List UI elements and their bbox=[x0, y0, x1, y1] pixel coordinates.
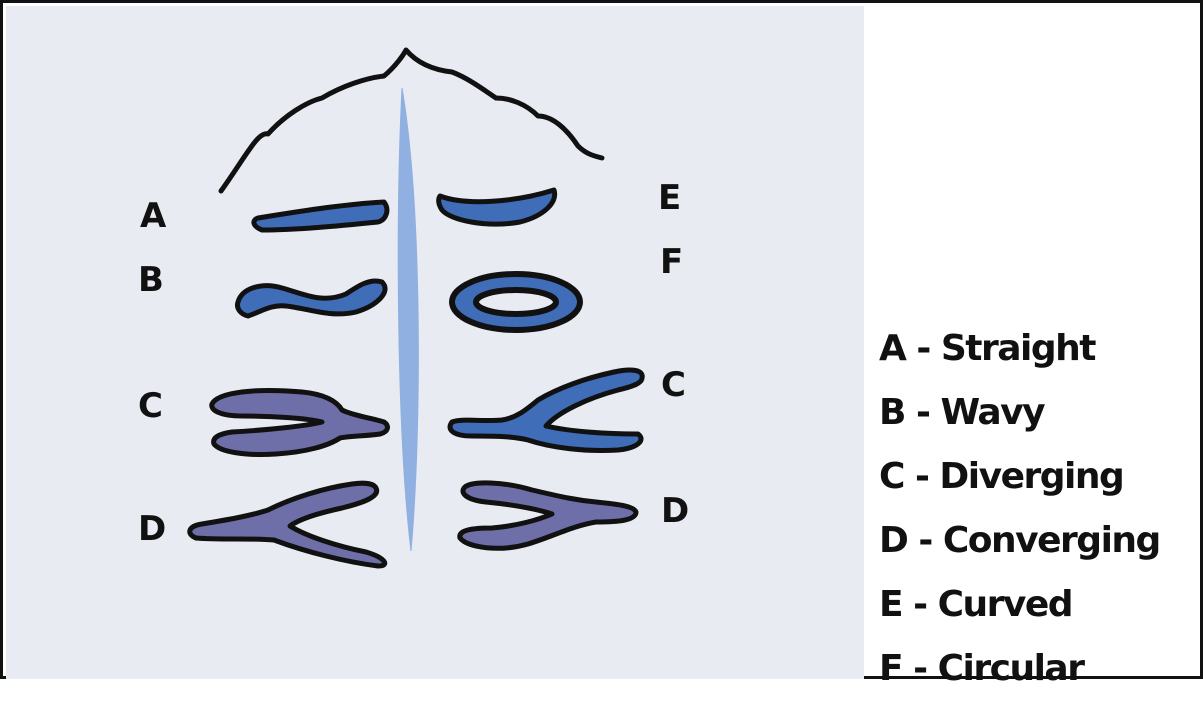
legend-item-converging: D - Converging bbox=[879, 509, 1201, 573]
shape-a-straight bbox=[254, 202, 387, 230]
wound-patterns-drawing bbox=[6, 6, 864, 679]
shape-f-circular bbox=[452, 274, 580, 330]
drawing-panel: A B C D E F C D bbox=[6, 6, 864, 679]
label-right-d: D bbox=[661, 494, 689, 528]
shape-b-wavy bbox=[237, 281, 385, 316]
label-right-c: C bbox=[661, 368, 686, 402]
label-right-e: E bbox=[658, 181, 681, 215]
shape-d-right-converging bbox=[460, 483, 636, 548]
label-left-b: B bbox=[138, 263, 164, 297]
legend-item-curved: E - Curved bbox=[879, 573, 1201, 637]
label-left-d: D bbox=[138, 512, 166, 546]
legend-item-wavy: B - Wavy bbox=[879, 381, 1201, 445]
shape-c-right-diverging bbox=[450, 370, 642, 451]
label-left-a: A bbox=[140, 199, 166, 233]
legend-item-diverging: C - Diverging bbox=[879, 445, 1201, 509]
shape-d-left-converging bbox=[190, 483, 385, 566]
legend-item-circular: F - Circular bbox=[879, 637, 1201, 701]
label-right-f: F bbox=[660, 245, 683, 279]
label-left-c: C bbox=[138, 389, 163, 423]
shape-c-left-diverging bbox=[212, 391, 388, 455]
legend: A - Straight B - Wavy C - Diverging D - … bbox=[879, 317, 1201, 701]
figure-frame: A B C D E F C D A - Straight B - Wavy C … bbox=[0, 0, 1203, 679]
midline bbox=[398, 88, 418, 551]
shape-e-curved bbox=[439, 190, 555, 224]
legend-item-straight: A - Straight bbox=[879, 317, 1201, 381]
